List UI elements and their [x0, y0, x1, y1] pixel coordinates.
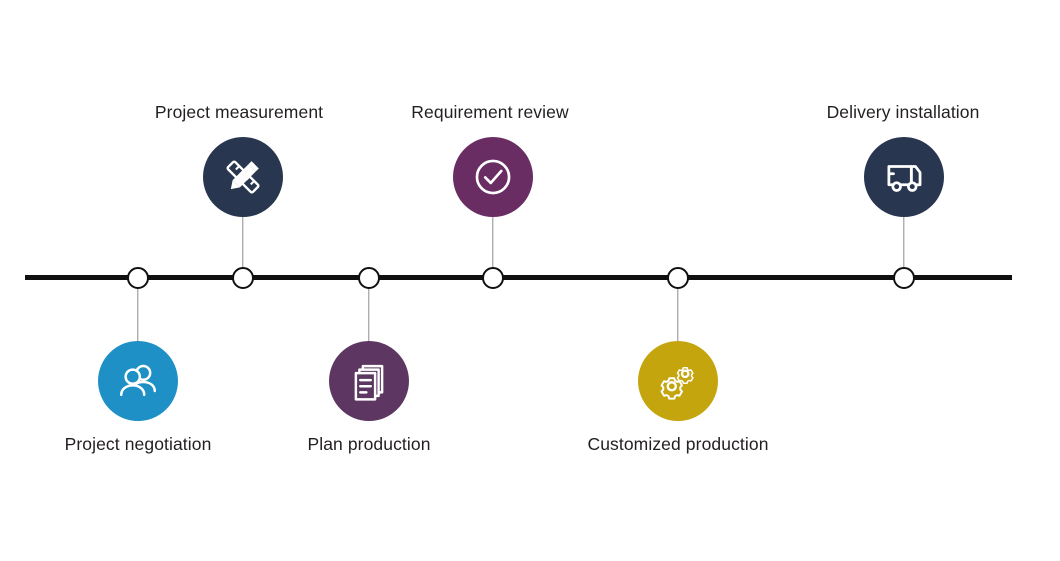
documents-icon: [348, 360, 390, 402]
stem-step-3: [368, 288, 370, 343]
timeline-node-5[interactable]: [667, 267, 689, 289]
step-label-customized-production: Customized production: [587, 434, 769, 454]
truck-icon: [882, 155, 926, 199]
timeline-node-3[interactable]: [358, 267, 380, 289]
timeline-node-4[interactable]: [482, 267, 504, 289]
timeline-axis: [25, 275, 1012, 280]
step-label-project-negotiation: Project negotiation: [64, 434, 212, 454]
people-icon: [115, 358, 161, 404]
step-icon-disc-customized-production[interactable]: [638, 341, 718, 421]
step-icon-disc-plan-production[interactable]: [329, 341, 409, 421]
step-icon-disc-requirement-review[interactable]: [453, 137, 533, 217]
stem-step-2: [242, 217, 244, 269]
step-icon-disc-project-negotiation[interactable]: [98, 341, 178, 421]
step-icon-disc-project-measurement[interactable]: [203, 137, 283, 217]
step-label-project-measurement: Project measurement: [154, 102, 324, 122]
step-label-requirement-review: Requirement review: [411, 102, 569, 122]
stem-step-1: [137, 288, 139, 343]
timeline-node-1[interactable]: [127, 267, 149, 289]
timeline-node-6[interactable]: [893, 267, 915, 289]
stem-step-6: [903, 217, 905, 269]
step-label-plan-production: Plan production: [307, 434, 431, 454]
timeline-node-2[interactable]: [232, 267, 254, 289]
stem-step-5: [677, 288, 679, 343]
ruler-pencil-icon: [221, 155, 265, 199]
step-label-delivery-installation: Delivery installation: [826, 102, 980, 122]
stem-step-4: [492, 217, 494, 269]
step-icon-disc-delivery-installation[interactable]: [864, 137, 944, 217]
check-circle-icon: [471, 155, 515, 199]
gears-icon: [655, 358, 701, 404]
